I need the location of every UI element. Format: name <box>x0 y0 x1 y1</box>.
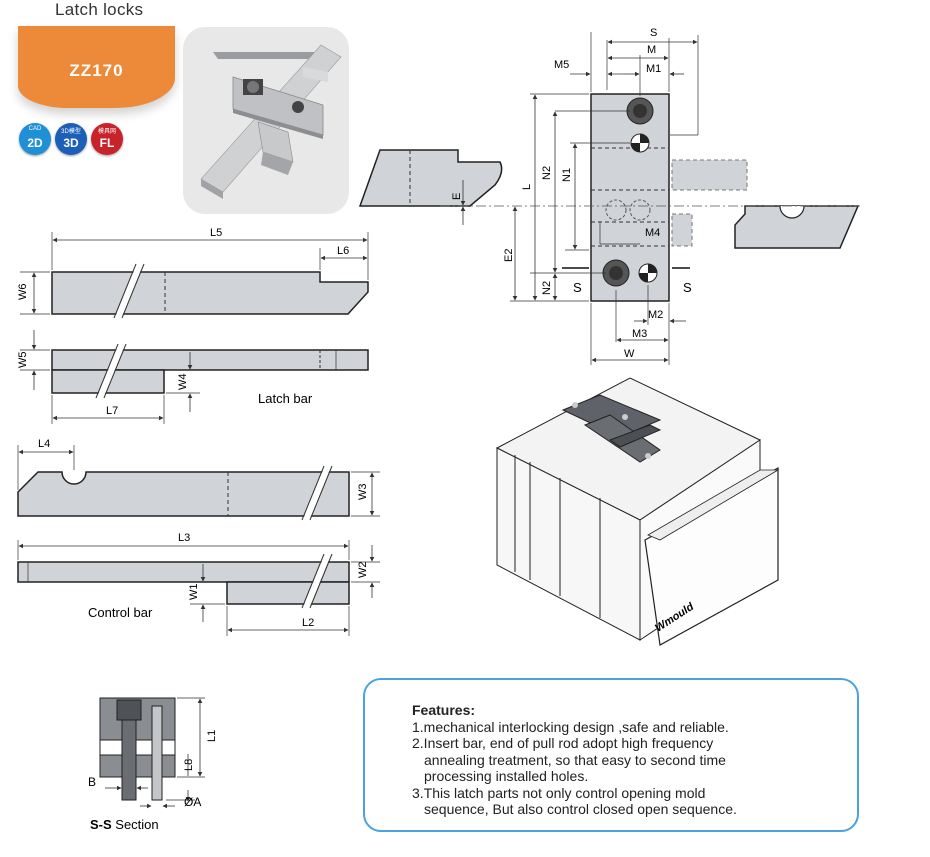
dim-W: W <box>624 348 635 360</box>
dim-W6: W6 <box>17 284 29 301</box>
dim-L4: L4 <box>38 438 50 450</box>
dim-L5: L5 <box>210 227 222 239</box>
fl-icon[interactable]: 模具网 FL <box>91 123 123 155</box>
dim-W3: W3 <box>357 484 369 501</box>
features-box: Features: 1.mechanical interlocking desi… <box>363 678 859 832</box>
dim-S-top: S <box>650 27 657 39</box>
section-view <box>99 697 205 809</box>
product-code-tab: ZZ170 <box>18 26 175 108</box>
feature-item-2: 2.Insert bar, end of pull rod adopt high… <box>412 735 714 751</box>
dim-L2: L2 <box>302 617 314 629</box>
dim-W5: W5 <box>17 352 29 369</box>
dim-L8: L8 <box>183 759 195 771</box>
latch-bar-label: Latch bar <box>258 391 313 406</box>
dim-E: E <box>451 193 463 200</box>
dim-L7: L7 <box>106 405 118 417</box>
section-mark-left: S <box>573 280 582 295</box>
page-title: Latch locks <box>55 0 144 19</box>
dim-M1: M1 <box>646 63 661 75</box>
dim-M5: M5 <box>554 59 569 71</box>
feature-item-2-line-2: annealing treatment, so that easy to sec… <box>424 751 726 768</box>
cad-2d-icon[interactable]: CAD 2D <box>19 123 51 155</box>
dim-M2: M2 <box>648 309 663 321</box>
feature-item-2-line-3: processing installed holes. <box>424 768 589 784</box>
dim-L3: L3 <box>178 532 190 544</box>
dim-W4: W4 <box>177 374 189 391</box>
dim-L: L <box>521 184 533 190</box>
latch-bar-top-view <box>20 232 369 320</box>
control-bar-side-view <box>17 540 380 636</box>
dim-diameter-A: ØA <box>184 795 201 809</box>
dim-B: B <box>88 775 96 789</box>
product-photo <box>183 27 349 214</box>
dim-L6: L6 <box>337 245 349 257</box>
latch-bar-side-view <box>20 330 369 424</box>
dim-N2-upper: N2 <box>541 166 553 180</box>
features-title: Features: <box>412 702 476 718</box>
feature-item-3: 3.This latch parts not only control open… <box>412 784 706 801</box>
mold-assembly-3d <box>495 377 780 646</box>
section-caption: S-S Section <box>90 817 159 832</box>
dim-N1: N1 <box>561 168 573 182</box>
dim-M3: M3 <box>632 328 647 340</box>
dim-L1: L1 <box>206 730 218 742</box>
product-code: ZZ170 <box>69 61 124 80</box>
dim-W2: W2 <box>357 562 369 579</box>
dim-M: M <box>647 44 656 56</box>
dim-M4: M4 <box>645 227 660 239</box>
dim-E2: E2 <box>503 249 515 262</box>
control-bar-label: Control bar <box>88 605 153 620</box>
model-3d-icon[interactable]: 3D模型 3D <box>55 123 87 155</box>
feature-item-1: 1.mechanical interlocking design ,safe a… <box>412 718 729 735</box>
section-mark-right: S <box>683 280 692 295</box>
control-bar-top-view <box>17 445 380 522</box>
dim-N2-lower: N2 <box>541 281 553 295</box>
assembly-front-view <box>358 32 860 365</box>
dim-W1: W1 <box>188 584 200 601</box>
feature-item-3-line-2: sequence, But also control closed open s… <box>424 801 737 817</box>
